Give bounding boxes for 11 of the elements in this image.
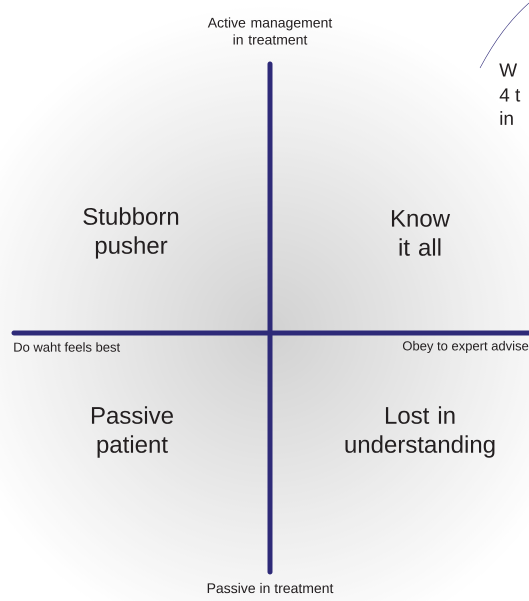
axis-label: Do waht feels best [14, 342, 120, 352]
quadrant-label: Passive patient [92, 406, 173, 458]
quadrant-label: Stubborn pusher [83, 207, 178, 259]
axis-label: Passive in treatment [208, 582, 334, 594]
cut-text: W [499, 63, 518, 77]
axis-label: Obey to expert advise [402, 340, 528, 354]
cut-text: 4 t [500, 88, 520, 102]
cut-text: in [500, 111, 513, 125]
quadrant-label: Lost in understanding [346, 406, 494, 458]
axis-label: Active management in treatment [208, 17, 332, 45]
quadrant-label: Know it all [392, 210, 450, 256]
